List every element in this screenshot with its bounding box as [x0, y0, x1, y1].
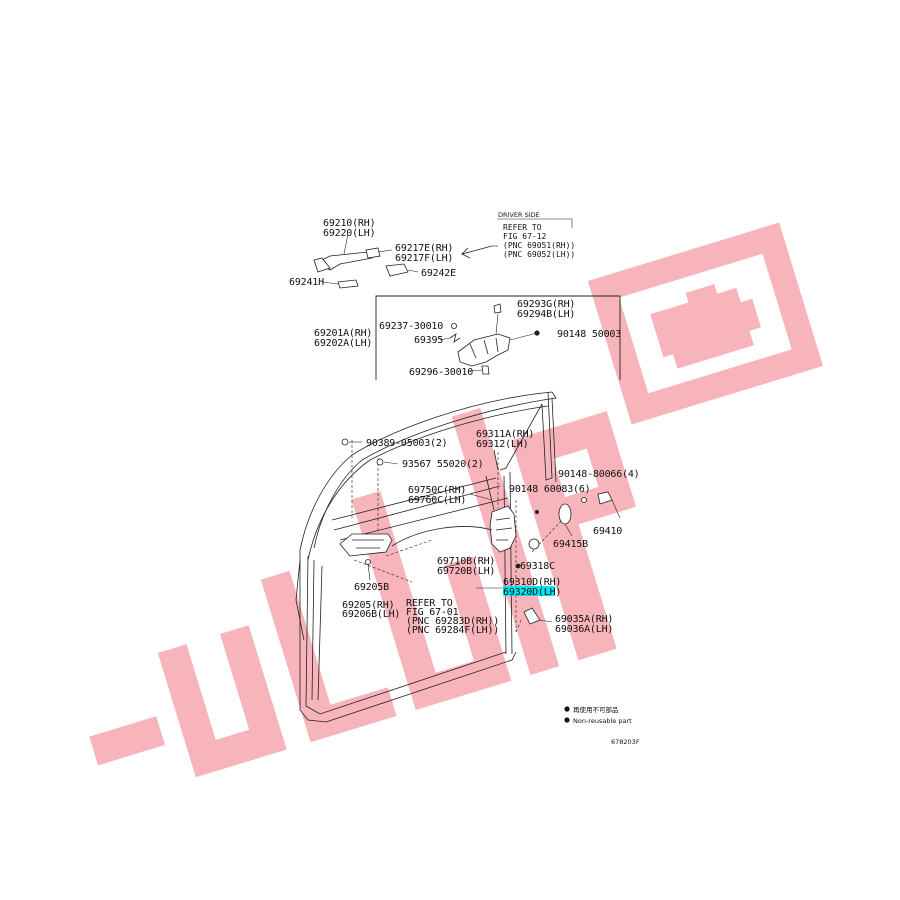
- label-90148-50003: 90148 50003: [557, 329, 621, 340]
- brand-logo-watermark: [89, 222, 823, 778]
- label-driver-side: DRIVER SIDE: [498, 211, 540, 219]
- watermark-shape-6: [587, 222, 823, 425]
- watermark-shape-1: [157, 625, 287, 778]
- label-69294b: 69294B(LH): [517, 309, 575, 320]
- label-69415b: 69415B: [553, 539, 588, 550]
- label-69296: 69296-30010: [409, 367, 473, 378]
- label-69312: 69312(LH): [476, 439, 528, 450]
- label-69202a: 69202A(LH): [314, 338, 372, 349]
- label-69410: 69410: [593, 526, 622, 537]
- labels: 69210(RH) 69220(LH) 69217E(RH) 69217F(LH…: [289, 211, 640, 746]
- label-69760c: 69760C(LH): [408, 495, 466, 506]
- label-69036a: 69036A(LH): [555, 624, 613, 635]
- label-69750c: 69750C(RH): [408, 485, 466, 496]
- label-69242e: 69242E: [421, 268, 456, 279]
- figure-code: 678203F: [611, 738, 640, 746]
- cap-69242e: [385, 263, 409, 277]
- label-69318c: 69318C: [520, 561, 555, 572]
- watermark-shape-5: [511, 411, 636, 661]
- rod-69311a: [493, 449, 499, 471]
- inside-handle-69205: [339, 533, 393, 557]
- label-69220: 69220(LH): [323, 228, 375, 239]
- handle-pad-69217: [365, 247, 381, 259]
- cylinder-body: [457, 333, 511, 367]
- door-frame: [295, 391, 557, 723]
- label-pnc-69052: (PNC 69052(LH)): [503, 250, 575, 259]
- clip-69237: [450, 322, 457, 329]
- rod-69296: [481, 365, 490, 375]
- refer-bracket: [497, 218, 573, 228]
- label-69320d: 69320D(LH): [503, 587, 561, 598]
- bolt-90148-80066: [581, 497, 587, 503]
- label-69395: 69395: [414, 335, 443, 346]
- legend-non-reusable-jp: 再使用不可部品: [573, 705, 619, 714]
- label-69310d: 69310D(RH): [503, 577, 561, 588]
- label-pnc-69051: (PNC 69051(RH)): [503, 241, 575, 250]
- cable-69710b: [391, 526, 493, 547]
- label-69293g: 69293G(RH): [517, 299, 575, 310]
- lock-cylinder-group: [375, 295, 621, 380]
- spring-69395: [449, 333, 461, 343]
- label-69217e: 69217E(RH): [395, 243, 453, 254]
- highlight-69320d: [503, 586, 555, 596]
- watermark-engine-icon: [650, 284, 761, 369]
- label-69035a: 69035A(RH): [555, 614, 613, 625]
- label-69311a: 69311A(RH): [476, 429, 534, 440]
- label-90389: 90389-05003(2): [366, 438, 448, 449]
- watermark-shape-7: [89, 716, 165, 766]
- label-ref2-pnc1: (PNC 69283D(RH)): [406, 616, 499, 627]
- screw-90148-60083: [535, 510, 539, 514]
- cap-69241h: [337, 279, 359, 289]
- legend-bullet-jp: [564, 706, 570, 712]
- watermark-shape-3: [351, 490, 512, 711]
- label-ref2-refer: REFER TO: [406, 598, 453, 609]
- rod-69750c: [485, 475, 495, 511]
- label-69206b: 69206B(LH): [342, 609, 400, 620]
- label-69241h: 69241H: [289, 277, 324, 288]
- label-69217f: 69217F(LH): [395, 253, 453, 264]
- label-fig-67-12: FIG 67-12: [503, 232, 547, 241]
- label-69210: 69210(RH): [323, 218, 375, 229]
- handle-cover: [313, 257, 331, 273]
- refer-arrow: [460, 245, 493, 259]
- label-69237: 69237-30010: [379, 321, 443, 332]
- label-90148-60083: 90148 60083(6): [509, 484, 591, 495]
- label-69710b: 69710B(RH): [437, 556, 495, 567]
- label-refer-to: REFER TO: [503, 223, 542, 232]
- label-90148-80066: 90148-80066(4): [558, 469, 640, 480]
- lever-69293g: [493, 303, 502, 314]
- label-69720b: 69720B(LH): [437, 566, 495, 577]
- bolt-90389: [341, 438, 349, 446]
- legend-non-reusable-en: Non-reusable part: [573, 717, 632, 725]
- clip-69318c-dot: [515, 563, 521, 569]
- screw-69205b: [365, 559, 371, 565]
- label-93567: 93567 55020(2): [402, 459, 484, 470]
- label-ref2-fig: FIG 67-01: [406, 607, 459, 618]
- label-69205: 69205(RH): [342, 600, 394, 611]
- label-69201a: 69201A(RH): [314, 328, 372, 339]
- label-69205b: 69205B: [354, 582, 389, 593]
- clip-93567: [376, 458, 384, 466]
- label-ref2-pnc2: (PNC 69284F(LH)): [406, 625, 499, 636]
- grommet-69318c: [528, 538, 540, 550]
- outside-handle-frame: [317, 251, 373, 271]
- outside-handle-group: [313, 233, 498, 289]
- cover-69415b: [558, 503, 572, 525]
- legend-bullet-en: [564, 717, 570, 723]
